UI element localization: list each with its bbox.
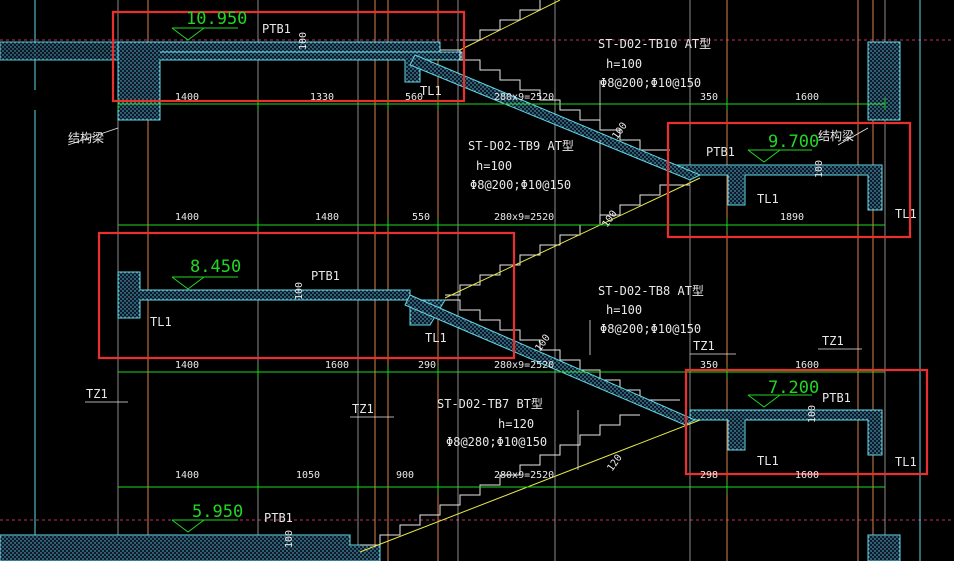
dim-text: 1400 bbox=[175, 92, 199, 103]
leader-lines bbox=[67, 80, 869, 470]
dim-text: 1050 bbox=[296, 470, 320, 481]
dim-text: 1600 bbox=[325, 360, 349, 371]
ptb1-label: PTB1 bbox=[264, 511, 293, 525]
dim-text: 280x9=2520 bbox=[494, 470, 554, 481]
ptb1-label: PTB1 bbox=[822, 391, 851, 405]
landing-slab-7200 bbox=[689, 409, 883, 456]
ptb1-label: PTB1 bbox=[706, 145, 735, 159]
dim-text: 560 bbox=[405, 92, 423, 103]
tb8-spec: ST-D02-TB8 AT型 bbox=[598, 284, 704, 298]
dim-text: 1600 bbox=[795, 92, 819, 103]
slab-thickness-label: 100 bbox=[807, 405, 818, 423]
dim-text: 1400 bbox=[175, 360, 199, 371]
slab-thickness-label: 100 bbox=[294, 282, 305, 300]
dim-text: 1480 bbox=[315, 212, 339, 223]
tb7-rebar: Φ8@280;Φ10@150 bbox=[446, 435, 547, 449]
dim-text: 1400 bbox=[175, 470, 199, 481]
dim-text: 280x9=2520 bbox=[494, 92, 554, 103]
tz1-label: TZ1 bbox=[693, 339, 715, 353]
dim-text: 1400 bbox=[175, 212, 199, 223]
tb8-rebar: Φ8@200;Φ10@150 bbox=[600, 322, 701, 336]
ptb1-label: PTB1 bbox=[262, 22, 291, 36]
landing-slab-8450 bbox=[117, 271, 446, 326]
tl1-label: TL1 bbox=[757, 454, 779, 468]
tz1-label: TZ1 bbox=[822, 334, 844, 348]
flight-thickness-label: 100 bbox=[533, 333, 552, 354]
tb10-thickness: h=100 bbox=[606, 57, 642, 71]
upper-stair-lines bbox=[459, 0, 561, 51]
slab-thickness-label: 100 bbox=[814, 160, 825, 178]
tl1-label: TL1 bbox=[895, 455, 917, 469]
level-label-9700: 9.700 bbox=[768, 132, 819, 152]
right-wall bbox=[867, 0, 921, 561]
tb9-thickness: h=100 bbox=[476, 159, 512, 173]
dim-text: 1600 bbox=[795, 360, 819, 371]
tb8-thickness: h=100 bbox=[606, 303, 642, 317]
tb10-rebar: Φ8@200;Φ10@150 bbox=[600, 76, 701, 90]
tb10-spec: ST-D02-TB10 AT型 bbox=[598, 37, 711, 51]
tl1-label: TL1 bbox=[757, 192, 779, 206]
tl1-label: TL1 bbox=[425, 331, 447, 345]
landing-slab-5950 bbox=[0, 534, 381, 561]
slab-thickness-label: 100 bbox=[284, 530, 295, 548]
dim-text: 1330 bbox=[310, 92, 334, 103]
red-highlight-boxes bbox=[97, 10, 929, 476]
tz1-label: TZ1 bbox=[352, 402, 374, 416]
dim-text: 290 bbox=[418, 360, 436, 371]
level-label-5950: 5.950 bbox=[192, 502, 243, 522]
dim-text: 280x9=2520 bbox=[494, 360, 554, 371]
stair-flight-tb9 bbox=[444, 177, 701, 299]
level-label-10950: 10.950 bbox=[186, 9, 247, 29]
dim-text: 350 bbox=[700, 360, 718, 371]
level-label-8450: 8.450 bbox=[190, 257, 241, 277]
dim-text: 1890 bbox=[780, 212, 804, 223]
tb7-thickness: h=120 bbox=[498, 417, 534, 431]
flight-thickness-label: 100 bbox=[600, 209, 619, 230]
ptb1-label: PTB1 bbox=[311, 269, 340, 283]
structural-beam-label: 结构梁 bbox=[818, 128, 854, 143]
slab-thickness-label: 100 bbox=[298, 32, 309, 50]
tb9-spec: ST-D02-TB9 AT型 bbox=[468, 139, 574, 153]
tb9-rebar: Φ8@200;Φ10@150 bbox=[470, 178, 571, 192]
stair-flight-tb7 bbox=[359, 414, 701, 553]
landing-slab-9700 bbox=[669, 164, 883, 211]
dim-text: 550 bbox=[412, 212, 430, 223]
level-label-7200: 7.200 bbox=[768, 378, 819, 398]
tl1-label: TL1 bbox=[150, 315, 172, 329]
tl1-label: TL1 bbox=[895, 207, 917, 221]
flight-thickness-label: 100 bbox=[610, 121, 629, 142]
level-markers bbox=[171, 27, 812, 533]
dim-text: 350 bbox=[700, 92, 718, 103]
dim-text: 298 bbox=[700, 470, 718, 481]
dimension-lines bbox=[117, 98, 886, 493]
vertical-grid-lines bbox=[117, 0, 886, 561]
tl1-label: TL1 bbox=[420, 84, 442, 98]
landing-slab-10950 bbox=[117, 41, 463, 121]
dim-text: 280x9=2520 bbox=[494, 212, 554, 223]
structural-beam-label: 结构梁 bbox=[68, 130, 104, 145]
dim-text: 1600 bbox=[795, 470, 819, 481]
tz1-label: TZ1 bbox=[86, 387, 108, 401]
stair-flight-tb10 bbox=[409, 49, 702, 181]
tb7-spec: ST-D02-TB7 BT型 bbox=[437, 397, 543, 411]
dim-text: 900 bbox=[396, 470, 414, 481]
